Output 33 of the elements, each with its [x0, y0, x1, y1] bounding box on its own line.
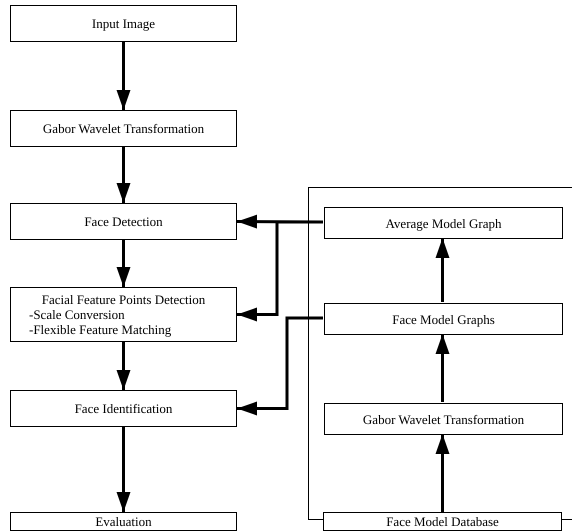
process-box: [324, 303, 563, 335]
process-box: [10, 512, 237, 531]
box-title: Facial Feature Points Detection: [42, 292, 206, 307]
process-box: [324, 207, 563, 239]
box-title: Gabor Wavelet Transformation: [42, 121, 204, 136]
process-box: [324, 403, 563, 435]
arrow: [436, 334, 450, 402]
arrow: [116, 342, 130, 390]
box-title: Gabor Wavelet Transformation: [362, 412, 524, 426]
box-title: Input Image: [92, 16, 156, 31]
process-box: [323, 512, 562, 531]
process-box: [10, 390, 237, 427]
box-title: Face Model Database: [386, 514, 499, 529]
list-item: -Scale Conversion: [28, 307, 125, 322]
process-box: [10, 203, 237, 240]
arrow: [436, 238, 450, 302]
arrow: [116, 147, 130, 203]
arrow: [116, 42, 130, 110]
arrow: [116, 427, 130, 512]
process-box: [10, 110, 237, 147]
process-box: [10, 5, 237, 42]
arrow: [237, 220, 323, 322]
box-title: Average Model Graph: [386, 216, 502, 230]
list-item: -Flexible Feature Matching: [28, 322, 172, 337]
box-title: Evaluation: [95, 514, 152, 529]
box-title: Face Detection: [84, 214, 163, 229]
arrow: [436, 434, 450, 512]
process-box: [10, 287, 237, 342]
box-title: Face Model Graphs: [392, 312, 495, 326]
box-title: Face Identification: [74, 401, 172, 416]
arrow: [116, 240, 130, 287]
arrow: [237, 316, 323, 416]
group-frame: [308, 187, 572, 512]
